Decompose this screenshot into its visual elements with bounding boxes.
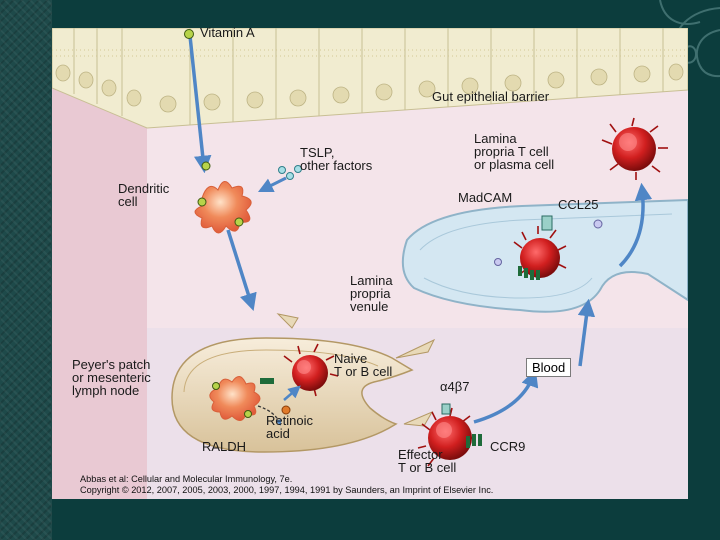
tissue-section-side [52,88,147,499]
ra-to-cell-arrow [283,385,301,401]
madcam-receptor [541,215,553,231]
label-madcam: MadCAM [458,190,513,205]
label-effector-cell: Effector T or B cell [398,447,457,475]
naive-cell [283,343,339,397]
caption-line-1: Abbas et al: Cellular and Molecular Immu… [80,474,293,484]
label-alpha4beta7: α4β7 [440,379,470,394]
caption-line-2: Copyright © 2012, 2007, 2005, 2003, 2000… [80,485,494,495]
tslp-arrow [257,176,287,193]
label-ccr9: CCR9 [490,439,526,454]
blood-to-venule-arrow [577,298,596,367]
figure-caption: Abbas et al: Cellular and Molecular Immu… [80,474,493,496]
label-naive-cell: Naive T or B cell [334,351,393,379]
node-dendritic-cell [209,376,274,421]
label-lamina-venule: Lamina propria venule [350,273,393,314]
retinoic-acid-dashed-arrow [257,405,282,426]
label-peyers-patch: Peyer's patch or mesenteric lymph node [72,357,151,398]
label-retinoic-acid: Retinoic acid [266,413,313,441]
venule-t-cell [513,215,603,280]
extravasation-arrow [618,182,653,268]
label-dendritic-cell: Dendritic cell [118,181,170,209]
dendritic-cell [194,161,252,234]
lamina-propria-t-cell [601,117,668,180]
retinoic-acid-molecule [281,405,291,415]
effector-cell [417,403,482,467]
label-raldh: RALDH [202,439,247,454]
label-blood: Blood [526,358,572,377]
label-lamina-t-cell: Lamina propria T cell or plasma cell [474,131,555,172]
vitamin-a-molecule [184,29,194,39]
to-blood-arrow [473,369,539,424]
label-vitamin-a: Vitamin A [200,25,255,40]
gut-epithelium [52,28,688,129]
tslp-molecules [278,165,302,180]
migration-arrow [226,229,257,312]
left-decorative-strip [0,0,52,540]
gut-homing-diagram [52,28,688,499]
vitamin-a-arrow [188,35,212,174]
diagram-slide: Vitamin A Gut epithelial barrier TSLP, o… [52,25,688,499]
label-gut-barrier: Gut epithelial barrier [432,89,550,104]
label-tslp: TSLP, other factors [300,145,373,173]
label-ccl25: CCL25 [558,197,599,212]
